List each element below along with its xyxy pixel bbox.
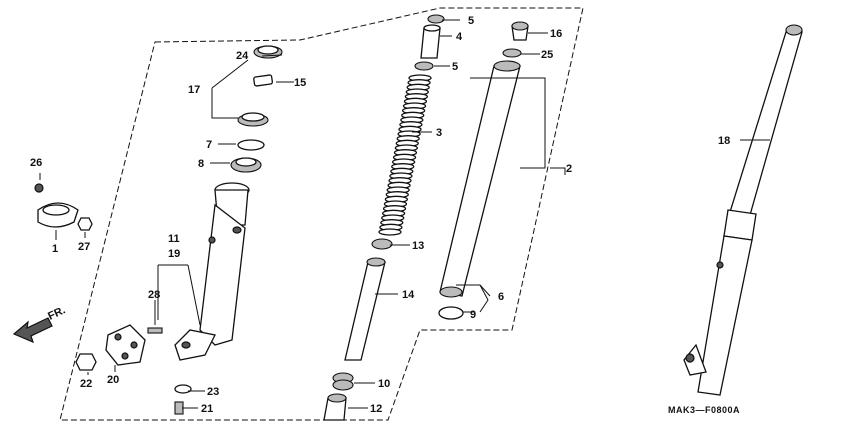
callout-15: 15: [294, 77, 306, 89]
callout-25: 25: [541, 49, 553, 61]
callout-16: 16: [550, 28, 562, 40]
assembly-boundary: [59, 7, 584, 421]
callout-7: 7: [206, 139, 212, 151]
callout-1: 1: [52, 243, 58, 255]
spring-collar-part: [420, 24, 441, 59]
callout-23: 23: [207, 386, 219, 398]
spring-collar-washer-top-part: [427, 14, 445, 24]
callout-27: 27: [78, 241, 90, 253]
callout-2: 2: [566, 163, 572, 175]
fork-bolt-part: [511, 21, 529, 41]
piston-ring-part: [371, 238, 393, 250]
callout-9: 9: [470, 309, 476, 321]
callout-8: 8: [198, 158, 204, 170]
assembled-fork-part: [683, 24, 803, 396]
dust-seal-clip-part: [253, 74, 273, 87]
nut-27-part: [77, 217, 93, 231]
callout-20: 20: [107, 374, 119, 386]
front-direction-label: FR.: [46, 304, 67, 322]
callout-11: 11: [168, 233, 180, 245]
callout-5a: 5: [468, 15, 474, 27]
oil-lock-piece-part: [323, 393, 347, 421]
callout-12: 12: [370, 403, 382, 415]
callout-18: 18: [718, 135, 730, 147]
seal-part: [237, 112, 269, 127]
nut-22-part: [75, 353, 97, 371]
callout-14: 14: [402, 289, 415, 301]
rebound-spring-part: [332, 372, 354, 391]
washer-part: [237, 139, 265, 151]
callout-13: 13: [412, 240, 424, 252]
bushing-part: [230, 157, 262, 173]
front-direction-arrow-icon: [12, 317, 53, 344]
fork-spring-part: [378, 74, 432, 236]
callout-6: 6: [498, 291, 504, 303]
washer-23-part: [174, 384, 192, 394]
callout-3: 3: [436, 127, 442, 139]
bolt-21-part: [174, 401, 184, 415]
stud-28-part: [147, 327, 163, 334]
fork-slider-part: [174, 182, 250, 361]
callout-22: 22: [80, 378, 92, 390]
callout-4: 4: [456, 31, 463, 43]
slider-bushing-part: [438, 306, 464, 320]
callout-19: 19: [168, 248, 180, 260]
o-ring-part: [502, 48, 522, 58]
callout-5b: 5: [452, 61, 458, 73]
leader-lines: [39, 19, 770, 409]
axle-holder-part: [105, 324, 146, 366]
spring-coil: [378, 228, 402, 236]
diagram-code: MAK3—F0800A: [668, 405, 740, 415]
callout-24: 24: [236, 50, 249, 62]
fork-pipe-part: [439, 60, 521, 298]
spring-seat-washer-part: [414, 61, 434, 71]
callout-26: 26: [30, 157, 42, 169]
callout-10: 10: [378, 378, 390, 390]
axle-holder-clamp-part: [37, 202, 79, 228]
fork-piston-part: [344, 257, 386, 361]
callout-21: 21: [201, 403, 213, 415]
callout-28: 28: [148, 289, 160, 301]
callout-17: 17: [188, 84, 200, 96]
bolt-26-part: [34, 183, 44, 193]
